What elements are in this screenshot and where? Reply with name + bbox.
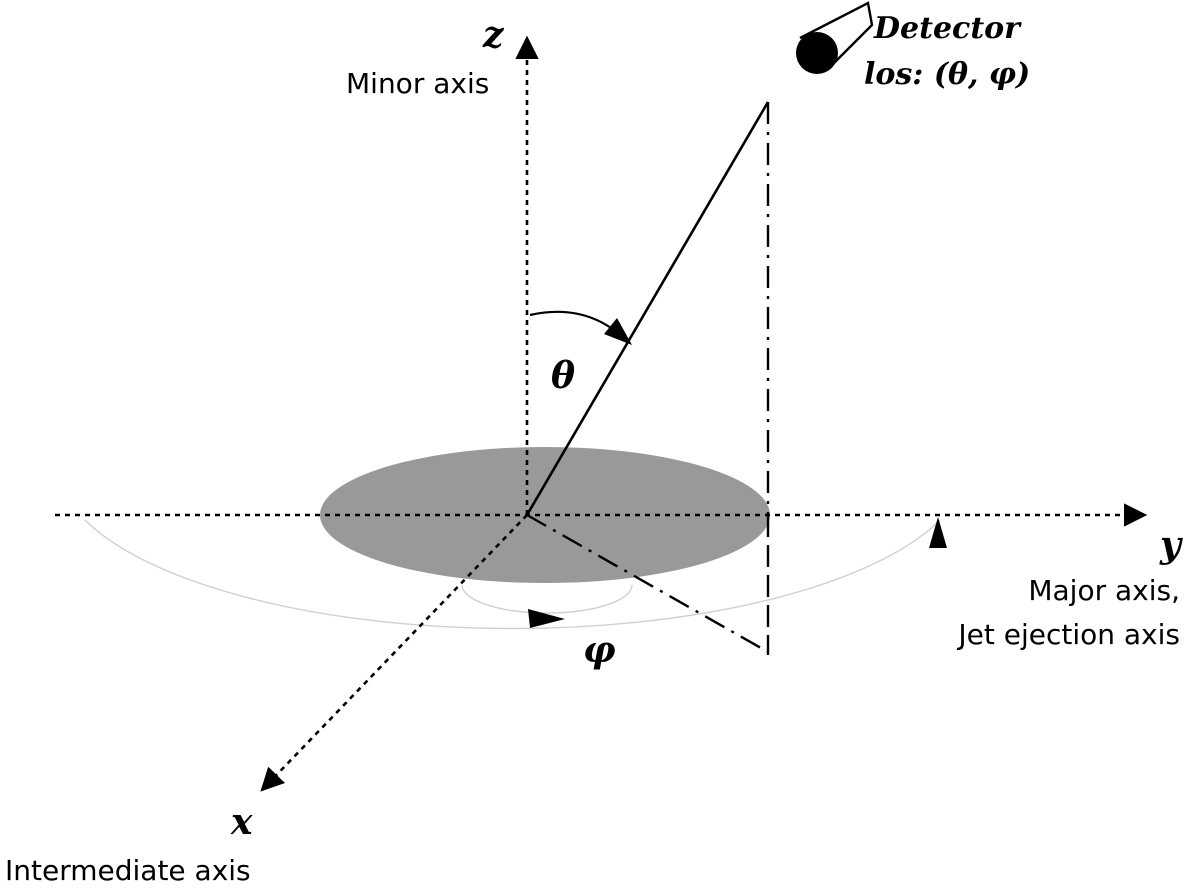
azimuth-orbit-ellipse [84,519,941,630]
y-axis-symbol: y [1159,524,1183,566]
phi-label: φ [583,629,616,671]
z-axis-description: Minor axis [346,67,489,100]
detector-icon [796,1,874,74]
theta-label: θ [551,355,575,397]
x-axis-description: Intermediate axis [5,854,251,887]
z-axis-symbol: z [482,14,505,56]
y-axis-description-line2: Jet ejection axis [956,618,1180,651]
x-axis-symbol: x [230,801,253,843]
detector-los: los: (θ, φ) [864,57,1030,92]
phi-arrowhead [528,609,565,628]
phi-small-arc [461,584,633,614]
y-axis-description-line1: Major axis, [1028,574,1180,607]
orbit-arrowhead [929,517,947,548]
x-axis-line [260,514,528,792]
theta-arrowhead [604,318,632,345]
los-plane-projection [526,513,769,654]
detector-title: Detector [873,11,1022,46]
line-of-sight [525,101,770,516]
